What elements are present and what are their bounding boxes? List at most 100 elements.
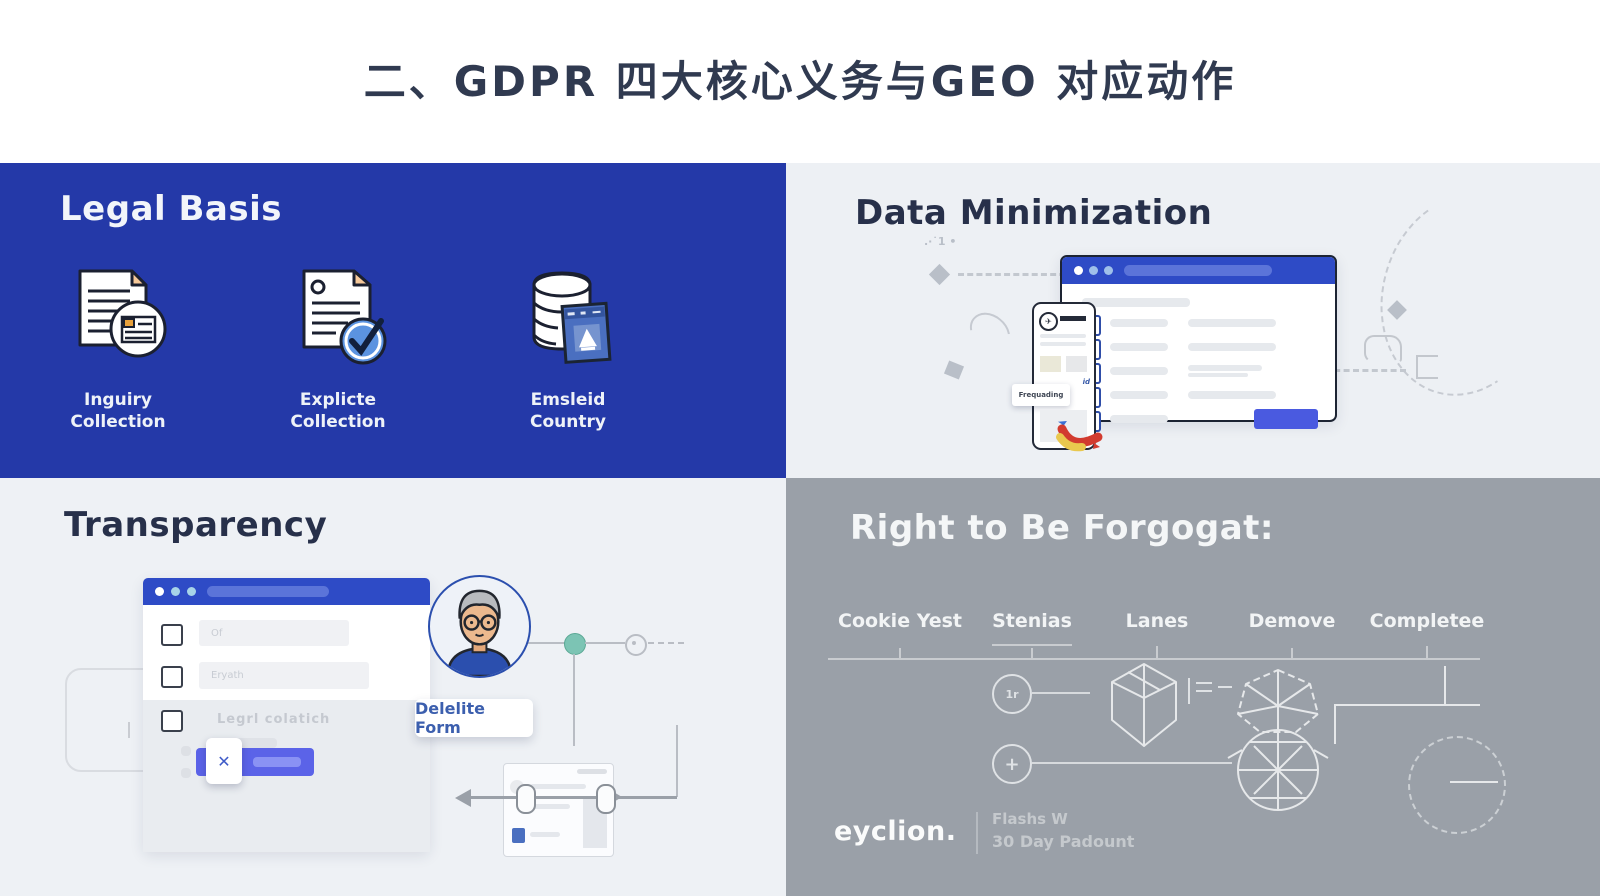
submit-button[interactable] bbox=[1254, 409, 1318, 429]
sparkle-dots-decor: .·˙1 • bbox=[924, 235, 957, 248]
form-input-2[interactable]: Eryath bbox=[199, 662, 369, 689]
legal-basis-item: Explicte Collection bbox=[276, 263, 400, 433]
wire-connector bbox=[1334, 704, 1336, 744]
mobile-summary-card: ✈ id Frequading ➤ bbox=[1012, 302, 1096, 450]
avatar-label-card: Delelite Form bbox=[415, 699, 533, 737]
timeline-tick bbox=[1031, 648, 1033, 658]
timeline-step-label: Cookie Yest bbox=[838, 610, 962, 632]
row-value-bar bbox=[1188, 319, 1276, 327]
document-card-icon bbox=[58, 269, 178, 375]
wireframe-sphere-icon bbox=[1218, 666, 1338, 820]
ghost-checkbox bbox=[181, 746, 191, 756]
flow-node-teal[interactable] bbox=[564, 633, 586, 655]
row-label-bar bbox=[1110, 415, 1168, 423]
row-value-bar bbox=[1188, 343, 1276, 351]
legal-basis-item: Emsleid Country bbox=[506, 263, 630, 433]
wire-line bbox=[1032, 762, 1232, 764]
slider-node[interactable] bbox=[516, 784, 536, 814]
timeline-step-label: Lanes bbox=[1125, 610, 1189, 632]
window-dot-icon[interactable] bbox=[1104, 266, 1113, 275]
legal-basis-item-label: Emsleid Country bbox=[530, 390, 606, 432]
timeline-tick bbox=[899, 648, 901, 658]
arrow-left-icon bbox=[455, 789, 471, 807]
id-tag: id bbox=[1082, 378, 1090, 386]
timeline-step-label: Stenias bbox=[992, 610, 1072, 632]
diamond-sparkle-icon bbox=[928, 263, 951, 286]
window-dot-icon[interactable] bbox=[1074, 266, 1083, 275]
timeline-tick bbox=[1156, 646, 1158, 658]
dashed-path-decor bbox=[958, 273, 1093, 276]
wireframe-cube-icon bbox=[1102, 658, 1186, 758]
quadrant-legal-basis: Legal Basis Inguiry Collectio bbox=[0, 163, 786, 478]
step-circle-1: 1r bbox=[992, 674, 1032, 714]
timeline-axis bbox=[828, 658, 1480, 660]
title-bar bbox=[1060, 316, 1086, 321]
timeline-tick-bar bbox=[992, 644, 1072, 646]
mini-bar bbox=[530, 804, 570, 809]
database-flag-icon bbox=[508, 271, 628, 375]
brand-logo: eyclion. bbox=[834, 816, 957, 847]
document-check-icon bbox=[278, 269, 398, 375]
dashed-path-decor bbox=[1306, 369, 1406, 372]
legal-basis-item-label: Inguiry Collection bbox=[70, 390, 166, 432]
legal-basis-heading: Legal Basis bbox=[60, 189, 282, 229]
legal-basis-item-label: Explicte Collection bbox=[290, 390, 386, 432]
button-label-bar bbox=[253, 757, 301, 767]
footer-caption-1: Flashs W bbox=[992, 810, 1068, 828]
window-dot-icon[interactable] bbox=[171, 587, 180, 596]
connector-vline bbox=[573, 654, 575, 746]
row-label-bar bbox=[1110, 343, 1168, 351]
decor-tick bbox=[128, 722, 130, 738]
timeline-tick bbox=[1426, 646, 1428, 658]
croissant-shape-icon bbox=[1052, 411, 1110, 459]
user-avatar bbox=[428, 575, 531, 678]
connector-line bbox=[585, 642, 625, 644]
address-bar[interactable] bbox=[207, 586, 329, 597]
equals-mark bbox=[1196, 682, 1212, 684]
row-value-bar bbox=[1188, 373, 1248, 377]
dashed-circle-icon bbox=[1408, 736, 1506, 834]
page-title: 二、GDPR 四大核心义务与GEO 对应动作 bbox=[363, 57, 1237, 106]
transparency-heading: Transparency bbox=[64, 505, 328, 545]
image-placeholder bbox=[1066, 356, 1087, 372]
wire-connector bbox=[1334, 704, 1480, 706]
legal-basis-item: Inguiry Collection bbox=[56, 263, 180, 433]
quadrant-transparency: Transparency Of Eryath Legrl colatich ✕ bbox=[0, 478, 786, 896]
footer-divider bbox=[976, 812, 978, 854]
flow-node-ring[interactable] bbox=[625, 634, 647, 656]
timeline-tick bbox=[1291, 648, 1293, 658]
equals-mark bbox=[1188, 678, 1190, 704]
form-checkbox[interactable] bbox=[161, 624, 183, 646]
forgotten-heading: Right to Be Forgogat: bbox=[850, 508, 1275, 548]
dashed-connector bbox=[648, 642, 684, 644]
slider-node[interactable] bbox=[596, 784, 616, 814]
flow-arrow-line bbox=[470, 796, 677, 799]
connector-line bbox=[525, 642, 565, 644]
delete-card[interactable]: ✕ bbox=[206, 738, 242, 784]
mini-controls bbox=[577, 769, 607, 774]
address-bar[interactable] bbox=[1124, 265, 1272, 276]
wire-connector bbox=[1444, 666, 1446, 704]
form-input-1[interactable]: Of bbox=[199, 620, 349, 646]
frequency-tag: Frequading bbox=[1012, 384, 1070, 406]
window-dot-icon[interactable] bbox=[187, 587, 196, 596]
consent-browser-window: ✓ ✓ ✓ ✓ ✓ bbox=[1060, 255, 1337, 432]
form-checkbox[interactable] bbox=[161, 666, 183, 688]
form-row3-label: Legrl colatich bbox=[217, 712, 331, 727]
equals-mark bbox=[1196, 690, 1212, 692]
form-checkbox[interactable] bbox=[161, 710, 183, 732]
window-dot-icon[interactable] bbox=[1089, 266, 1098, 275]
browser-titlebar bbox=[143, 578, 430, 605]
mini-doc-icon bbox=[512, 828, 525, 843]
row-label-bar bbox=[1110, 367, 1168, 375]
row-value-bar bbox=[1188, 365, 1262, 371]
wire-line bbox=[1450, 781, 1498, 783]
text-line-bar bbox=[1040, 342, 1086, 346]
connector-vline bbox=[676, 725, 678, 797]
arrow-right-icon bbox=[612, 791, 622, 803]
bracket-doodle-icon bbox=[1416, 355, 1438, 379]
timeline-step-label: Completee bbox=[1369, 610, 1485, 632]
footer-caption-2: 30 Day Padount bbox=[992, 832, 1135, 851]
window-dot-icon[interactable] bbox=[155, 587, 164, 596]
form-lower-panel bbox=[143, 700, 430, 852]
